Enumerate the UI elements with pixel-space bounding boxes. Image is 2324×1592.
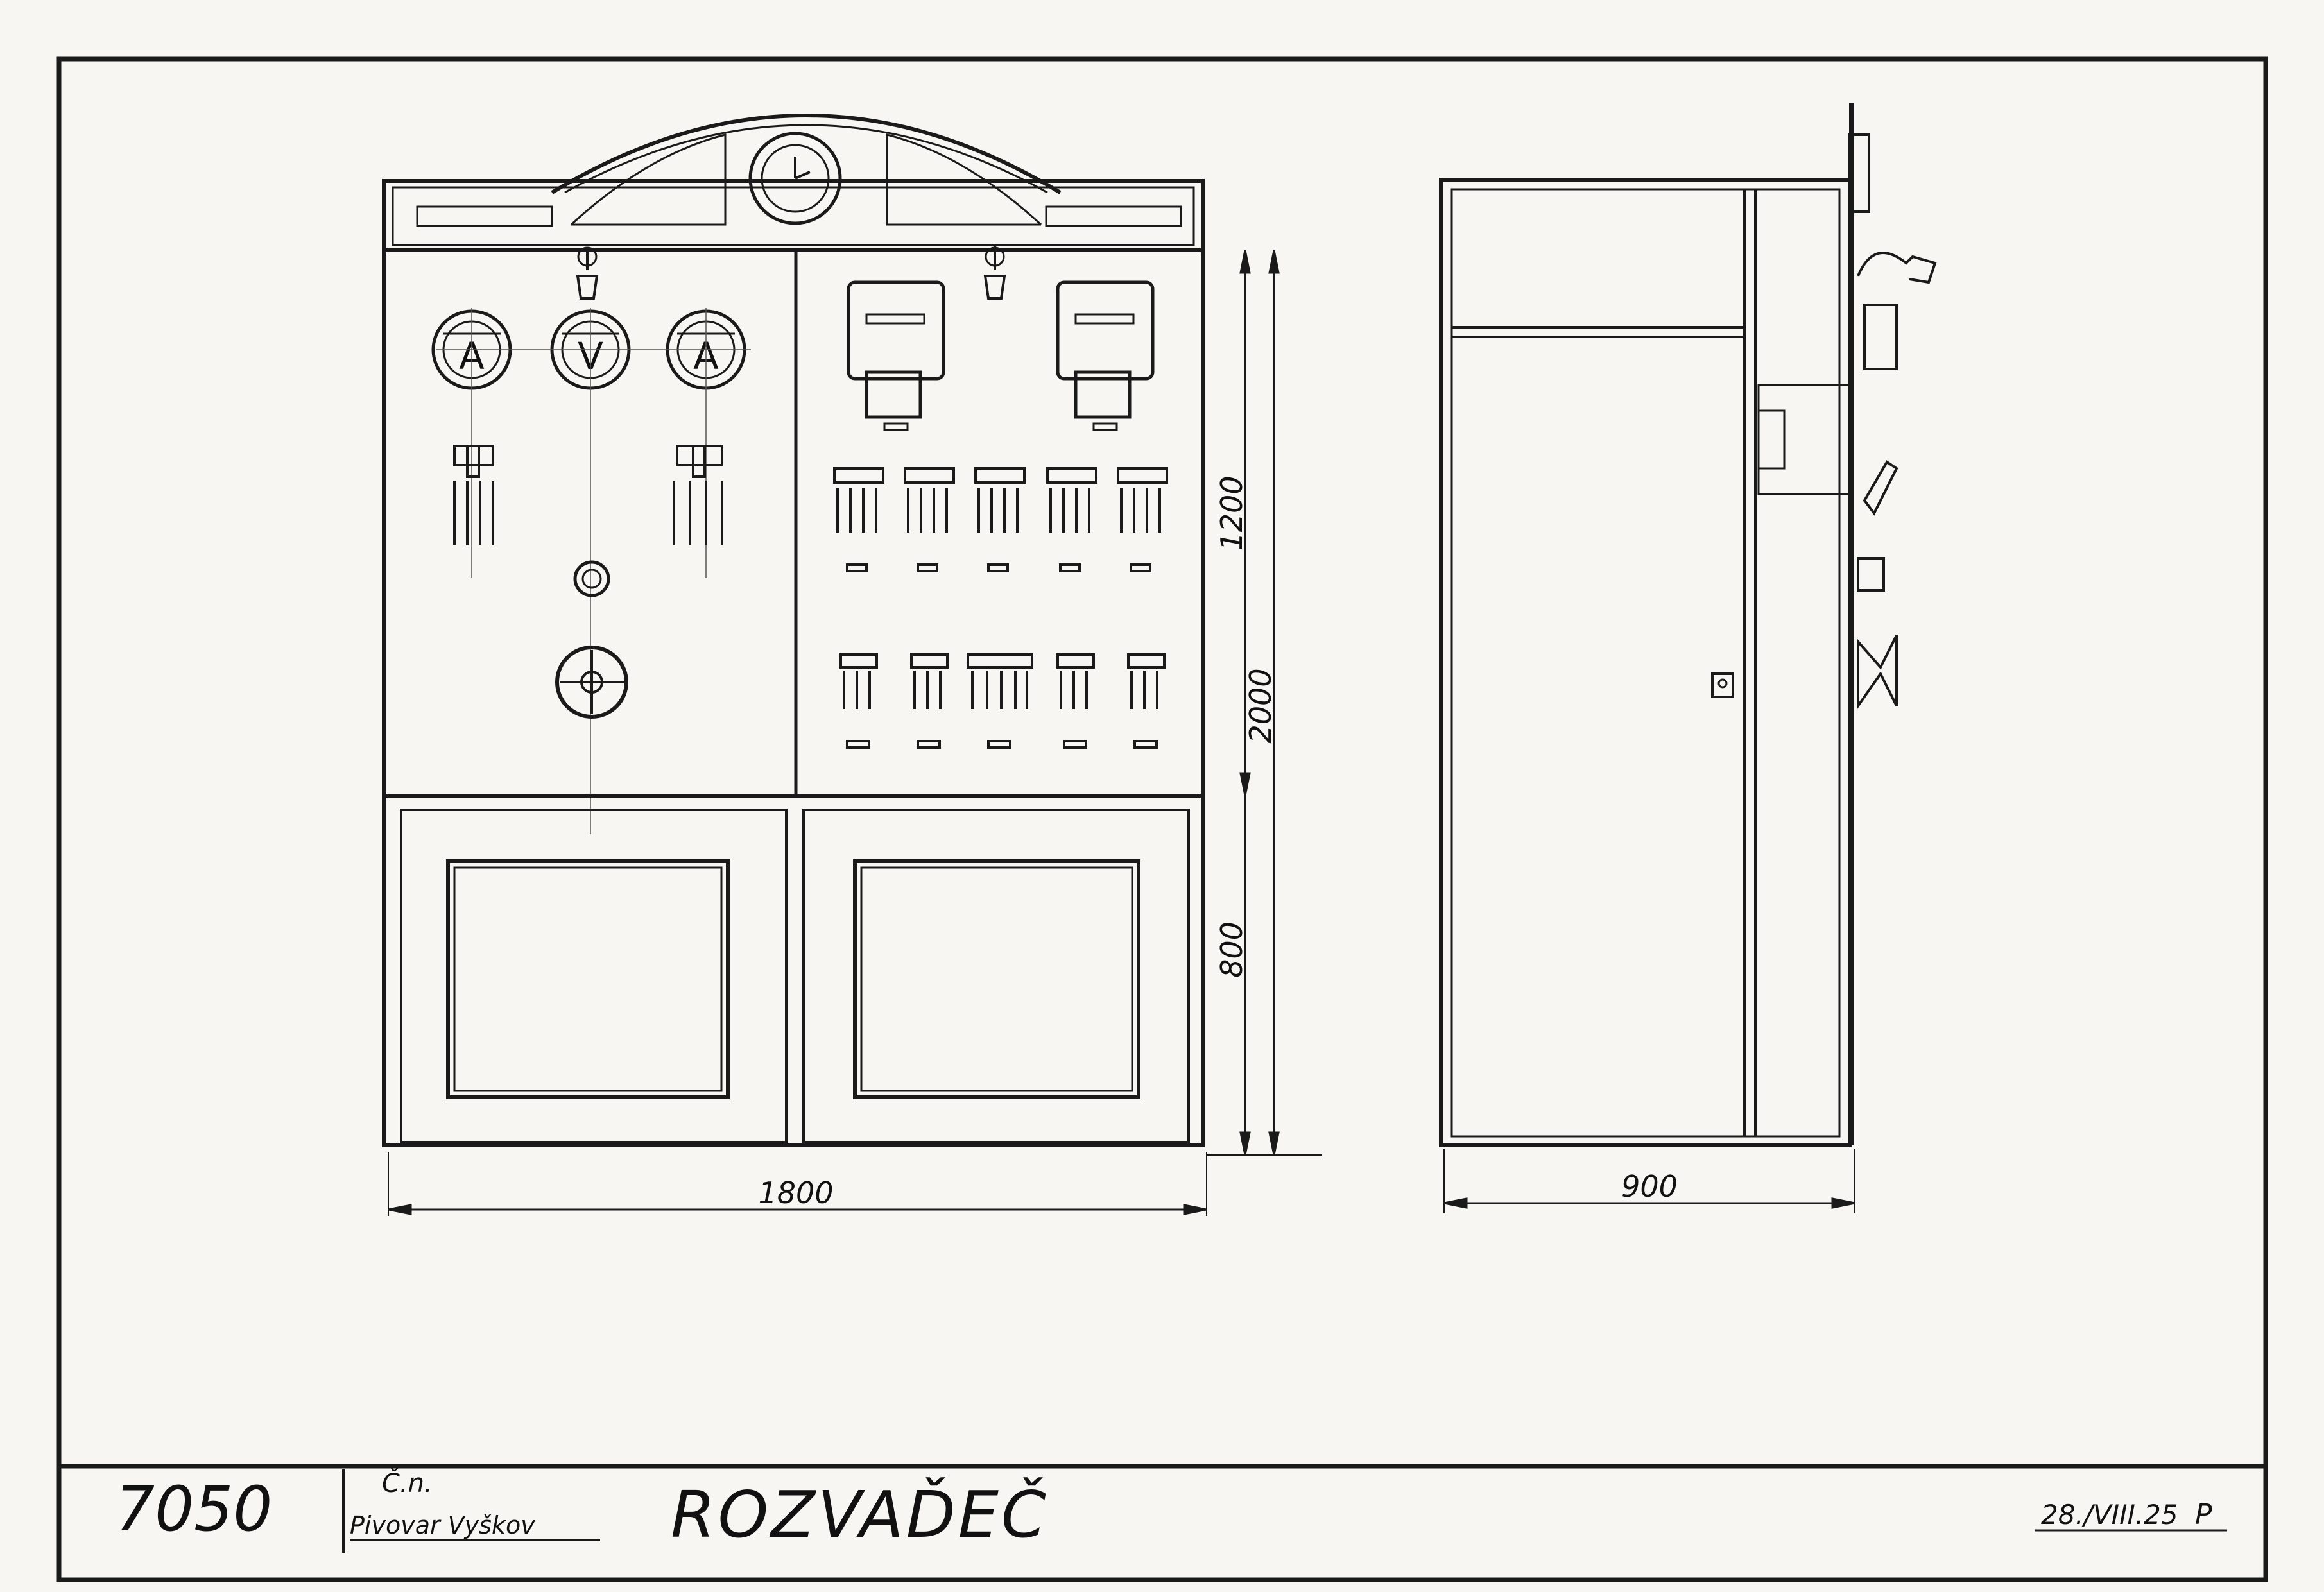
door-panel-left	[446, 859, 730, 1099]
knife-switch	[453, 445, 494, 545]
side-view	[1439, 103, 1937, 1147]
dim-height-1200: 1200	[1214, 475, 1249, 551]
dim-height-2000: 2000	[1243, 668, 1278, 743]
lower-cabinet	[382, 794, 1205, 1147]
front-dimensions	[388, 250, 1322, 1216]
drawing-number: 7050	[116, 1473, 272, 1545]
client-line-2: Pivovar Vyškov	[350, 1511, 535, 1539]
switch-row-upper	[833, 467, 1168, 572]
side-handwheel-icon	[1857, 635, 1898, 710]
side-push-button	[1857, 557, 1885, 592]
lamp-icon	[983, 244, 1006, 300]
switch-row-lower	[839, 653, 1166, 749]
door-panel-right	[853, 859, 1140, 1099]
side-dimensions	[1443, 1149, 1855, 1213]
push-button	[573, 560, 610, 597]
drawing-signature: P	[2195, 1498, 2212, 1531]
clock-icon	[748, 132, 842, 225]
knife-switch	[673, 445, 723, 545]
dim-height-800: 800	[1214, 921, 1249, 978]
energy-meter	[847, 280, 945, 431]
front-view: A V A	[382, 114, 1205, 1147]
side-lamp-icon	[1857, 252, 1937, 284]
drawing-title: ROZVAĎEČ	[671, 1476, 1049, 1552]
side-switch-handle-icon	[1863, 460, 1898, 516]
handwheel-icon	[555, 646, 628, 719]
dim-width-1800: 1800	[758, 1176, 833, 1210]
drawing-date: 28./VIII.25	[2041, 1499, 2178, 1530]
side-instrument	[1863, 304, 1898, 370]
energy-meter	[1056, 280, 1155, 431]
client-line-1: Č.n.	[382, 1468, 433, 1498]
dim-depth-900: 900	[1621, 1169, 1678, 1204]
lamp-icon	[576, 246, 599, 300]
lock-icon	[1711, 672, 1734, 698]
drawing-frame	[56, 56, 2268, 1582]
